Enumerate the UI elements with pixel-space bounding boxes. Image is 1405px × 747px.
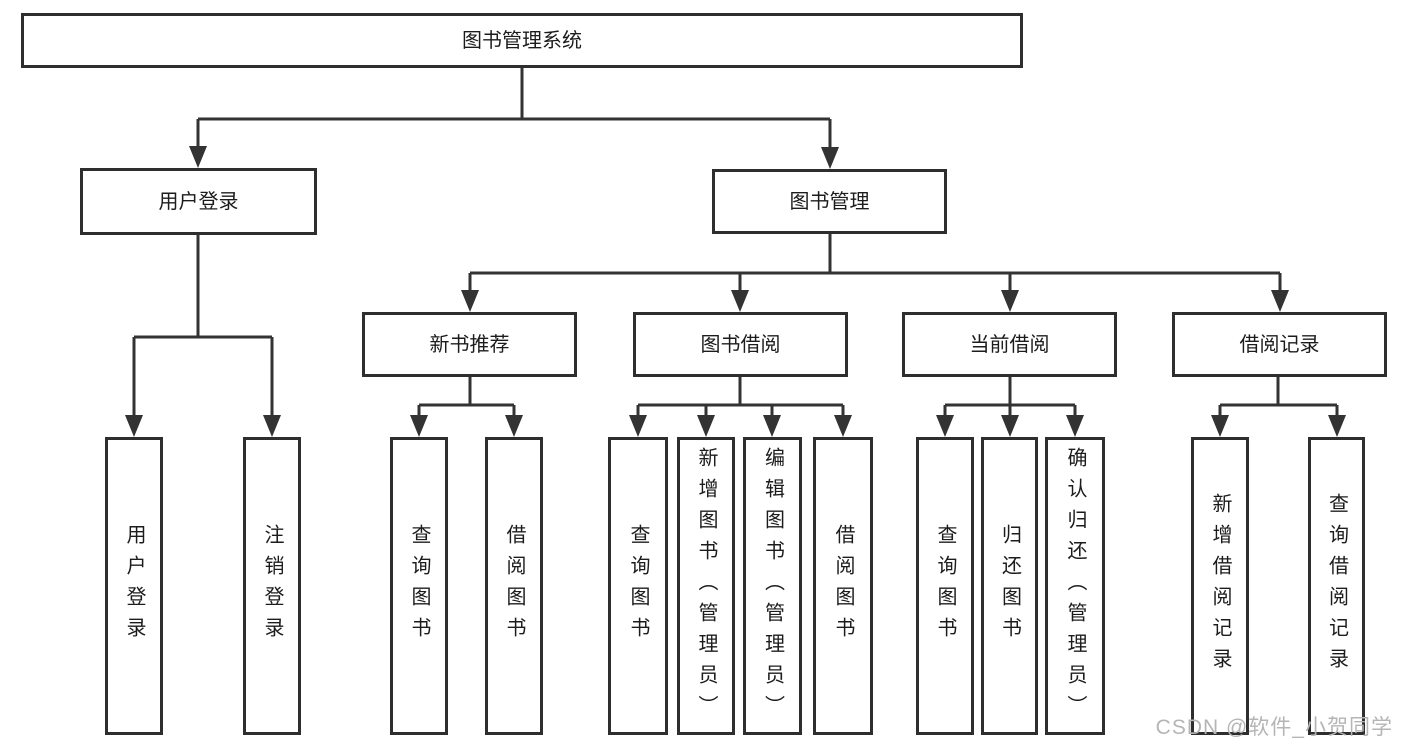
node-leaf-query-book-recommend: 查询图书 [390, 437, 448, 735]
node-leaf-return-book: 归还图书 [981, 437, 1038, 735]
node-label: 新增图书（管理员） [695, 446, 717, 726]
node-leaf-add-book-admin: 新增图书（管理员） [677, 437, 735, 735]
node-user-login: 用户登录 [80, 168, 317, 235]
node-label: 查询图书 [408, 524, 430, 648]
node-book-manage: 图书管理 [712, 169, 947, 234]
csdn-watermark: CSDN @软件_小贺同学 [1155, 716, 1393, 739]
node-root: 图书管理系统 [21, 13, 1023, 68]
node-label: 查询图书 [934, 524, 956, 648]
node-label: 用户登录 [123, 524, 145, 648]
node-leaf-query-borrow-record: 查询借阅记录 [1308, 437, 1365, 735]
node-current-borrow: 当前借阅 [902, 312, 1117, 377]
node-leaf-query-book-current: 查询图书 [916, 437, 974, 735]
node-label: 当前借阅 [969, 333, 1050, 356]
node-leaf-borrow-book-recommend: 借阅图书 [485, 437, 543, 735]
node-leaf-edit-book-admin: 编辑图书（管理员） [743, 437, 802, 735]
node-label: 归还图书 [998, 524, 1021, 648]
node-label: 确认归还（管理员） [1064, 446, 1086, 726]
node-borrow-record: 借阅记录 [1172, 312, 1387, 377]
arrowheads [125, 146, 1346, 437]
node-label: 图书管理 [789, 190, 870, 213]
node-leaf-borrow-book: 借阅图书 [813, 437, 873, 735]
node-leaf-logout: 注销登录 [243, 437, 301, 735]
node-label: 借阅图书 [832, 524, 854, 648]
node-label: 查询图书 [627, 524, 649, 648]
node-label: 编辑图书（管理员） [761, 446, 784, 726]
node-label: 查询借阅记录 [1325, 493, 1348, 679]
node-label: 图书借阅 [700, 333, 781, 356]
node-book-borrow: 图书借阅 [633, 312, 848, 377]
node-label: 图书管理系统 [462, 29, 582, 52]
node-leaf-confirm-return-admin: 确认归还（管理员） [1045, 437, 1105, 735]
node-label: 新书推荐 [429, 333, 510, 356]
node-new-book-recommend: 新书推荐 [362, 312, 577, 377]
node-leaf-user-login: 用户登录 [105, 437, 163, 735]
tree-lines [132, 68, 1339, 417]
node-label: 借阅图书 [503, 524, 525, 648]
node-label: 新增借阅记录 [1209, 493, 1231, 679]
node-leaf-query-book-borrow: 查询图书 [608, 437, 668, 735]
node-label: 借阅记录 [1239, 333, 1320, 356]
node-label: 注销登录 [261, 524, 283, 648]
node-leaf-add-borrow-record: 新增借阅记录 [1191, 437, 1249, 735]
node-label: 用户登录 [158, 190, 239, 213]
